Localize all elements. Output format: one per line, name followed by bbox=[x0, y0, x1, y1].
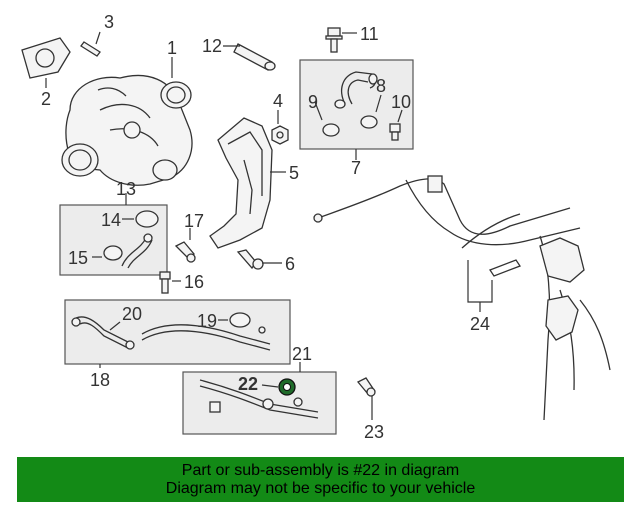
wiring-harness-part-24 bbox=[313, 175, 611, 421]
callout-21: 21 bbox=[292, 344, 312, 364]
coolant-line-part-21 bbox=[199, 379, 319, 419]
bolt-part-23 bbox=[356, 377, 376, 397]
callout-23: 23 bbox=[364, 422, 384, 442]
coolant-pipe-part-18 bbox=[141, 324, 271, 351]
banner-line-1: Part or sub-assembly is #22 in diagram bbox=[181, 461, 460, 479]
callout-14: 14 bbox=[101, 210, 121, 230]
callout-2: 2 bbox=[41, 89, 51, 109]
bolt-part-6 bbox=[236, 249, 264, 270]
callout-16: 16 bbox=[184, 272, 204, 292]
o-ring-part-19 bbox=[229, 312, 251, 328]
o-ring-part-14 bbox=[135, 210, 159, 228]
callout-18: 18 bbox=[90, 370, 110, 390]
bolt-part-11 bbox=[325, 27, 343, 53]
dowel-part-12 bbox=[233, 43, 276, 71]
callout-24: 24 bbox=[470, 314, 490, 334]
banner-line-2: Diagram may not be specific to your vehi… bbox=[165, 479, 476, 497]
callout-3: 3 bbox=[104, 12, 114, 32]
bolt-part-10 bbox=[389, 123, 401, 141]
heat-shield-part-5 bbox=[209, 117, 273, 249]
gasket-part-2 bbox=[21, 37, 71, 79]
callout-12: 12 bbox=[202, 36, 222, 56]
callout-22: 22 bbox=[238, 374, 258, 394]
callout-11: 11 bbox=[360, 24, 379, 44]
nut-part-4 bbox=[271, 125, 289, 145]
oil-tube-part-13 bbox=[121, 233, 153, 269]
callout-8: 8 bbox=[376, 76, 386, 96]
o-ring-part-9 bbox=[322, 123, 340, 137]
callout-6: 6 bbox=[285, 254, 295, 274]
stud-part-3 bbox=[80, 41, 101, 57]
callout-10: 10 bbox=[391, 92, 411, 112]
o-ring-part-8 bbox=[360, 115, 378, 129]
o-ring-part-15 bbox=[103, 245, 123, 261]
callout-19: 19 bbox=[197, 311, 217, 331]
bolt-part-16 bbox=[159, 271, 171, 294]
callout-1: 1 bbox=[167, 38, 177, 58]
callout-13: 13 bbox=[116, 179, 136, 199]
group-box-18 bbox=[64, 299, 291, 365]
callout-17: 17 bbox=[184, 211, 204, 231]
leader-lines bbox=[45, 31, 493, 420]
part-info-banner: Part or sub-assembly is #22 in diagram D… bbox=[17, 457, 624, 502]
coolant-line-part-20 bbox=[71, 316, 135, 350]
callout-9: 9 bbox=[308, 92, 318, 112]
callout-15: 15 bbox=[68, 248, 88, 268]
turbocharger-part-1 bbox=[61, 74, 193, 186]
callout-5: 5 bbox=[289, 163, 299, 183]
parts-diagram: 1 2 3 4 5 6 7 8 9 10 11 12 13 14 15 16 1… bbox=[21, 12, 611, 442]
callout-7: 7 bbox=[351, 158, 361, 178]
gasket-part-22-highlighted bbox=[278, 378, 296, 396]
callout-4: 4 bbox=[273, 91, 283, 111]
callout-20: 20 bbox=[122, 304, 142, 324]
bolt-part-17 bbox=[174, 241, 196, 263]
oil-line-part-7 bbox=[334, 71, 378, 109]
